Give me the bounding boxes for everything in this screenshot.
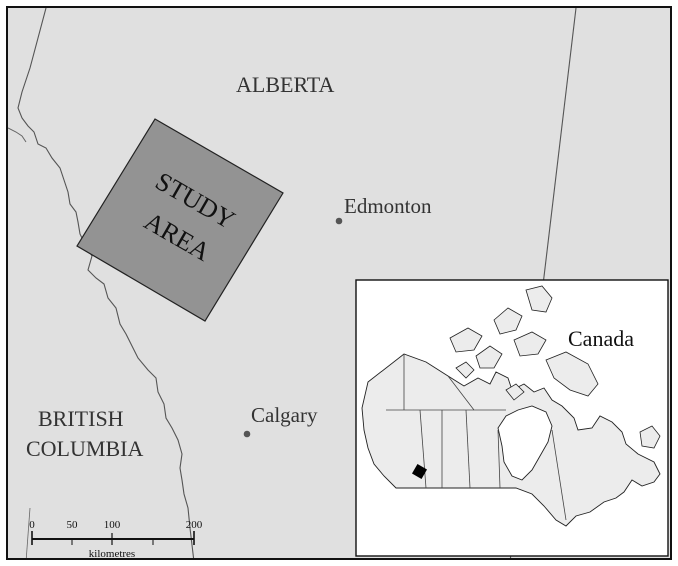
arctic-island-2	[475, 345, 503, 369]
scale-tick-50: 50	[67, 519, 79, 531]
arctic-island-6	[455, 361, 475, 379]
region-label-alberta: ALBERTA	[236, 72, 334, 97]
study-area-polygon	[76, 118, 284, 322]
baffin-island	[545, 351, 599, 397]
scale-tick-100: 100	[104, 519, 121, 531]
inset-boundary-nwt-nunavut	[447, 375, 475, 411]
edmonton-marker	[335, 217, 343, 225]
arctic-island-5	[525, 285, 553, 313]
scale-tick-0: 0	[29, 519, 35, 531]
inset-study-area-marker	[411, 463, 428, 480]
arctic-island-1	[449, 327, 483, 353]
region-label-columbia: COLUMBIA	[26, 436, 143, 461]
region-label-british: BRITISH	[38, 406, 124, 431]
bc-alberta-boundary	[17, 8, 195, 558]
inset-boundary-ontario-quebec	[551, 429, 567, 521]
lower-boundary-line	[25, 507, 31, 558]
northern-boundary-line	[8, 127, 27, 143]
hudson-bay	[497, 405, 553, 481]
arctic-island-4	[513, 331, 547, 357]
city-label-edmonton: Edmonton	[344, 194, 432, 218]
inset-title-canada: Canada	[568, 326, 634, 351]
arctic-island-7	[505, 383, 525, 401]
scale-unit-label: kilometres	[89, 548, 135, 560]
city-label-calgary: Calgary	[251, 403, 318, 427]
newfoundland	[639, 425, 661, 449]
inset-boundary-bc-alberta	[419, 409, 427, 489]
map-frame: ALBERTA BRITISH COLUMBIA STUDY AREA Edmo…	[6, 6, 672, 560]
map-canvas: ALBERTA BRITISH COLUMBIA STUDY AREA Edmo…	[8, 8, 670, 560]
inset-map: Canada	[355, 279, 669, 557]
inset-boundary-manitoba-ontario	[497, 429, 501, 489]
scale-bar: 0 50 100 200 kilometres	[29, 519, 203, 560]
calgary-marker	[243, 430, 251, 438]
scale-tick-200: 200	[186, 519, 203, 531]
arctic-island-3	[493, 307, 523, 335]
inset-boundary-sask-manitoba	[465, 409, 471, 489]
